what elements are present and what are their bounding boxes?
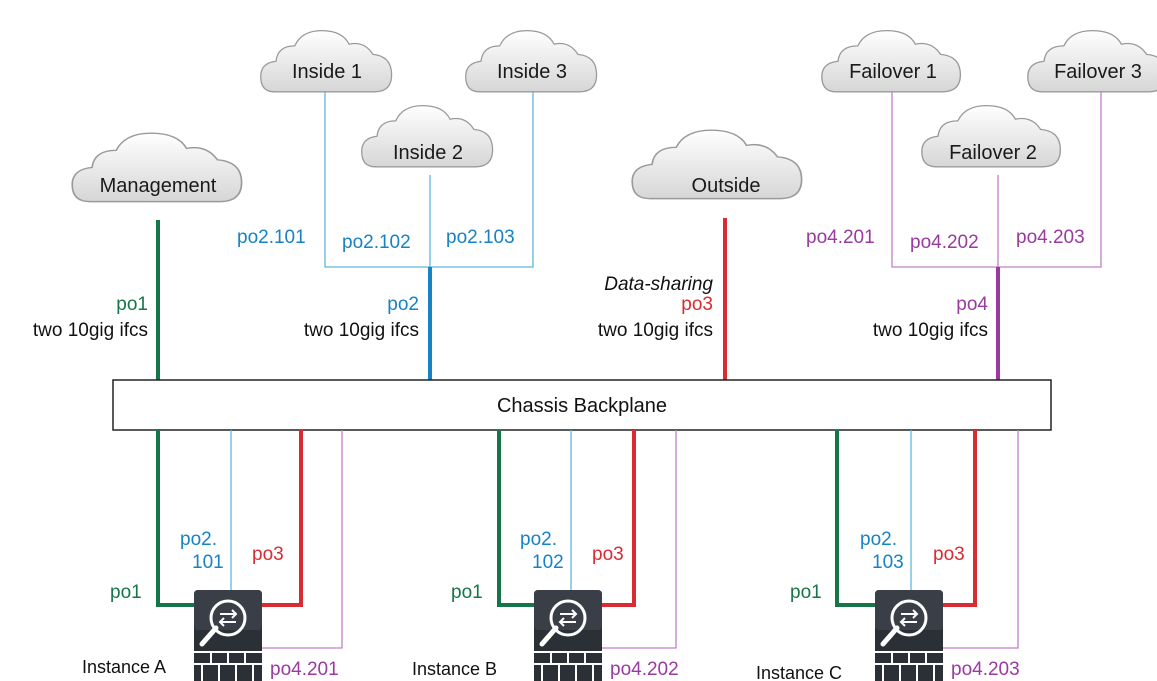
instance-b-po2-label-top: po2. — [520, 529, 557, 550]
label-po4-201: po4.201 — [806, 227, 875, 248]
instance-a-firewall-icon — [194, 590, 262, 681]
instance-c-name: Instance C — [756, 663, 842, 681]
label-data-sharing: Data-sharing — [604, 274, 713, 295]
label-po2-102: po2.102 — [342, 232, 411, 253]
label-po4-ifcs: two 10gig ifcs — [873, 320, 988, 341]
instance-c-firewall-icon — [875, 590, 943, 681]
instance-a-po4-line — [262, 430, 343, 649]
instance-a-po2-label-bottom: 101 — [192, 552, 224, 573]
instance-a-group: po2. 101 po3 po1 po4.201 Instance A — [82, 430, 343, 681]
instance-a-po1-label: po1 — [110, 582, 142, 603]
instance-b-po4-label: po4.202 — [610, 659, 679, 680]
instance-b-group: po2. 102 po3 po1 po4.202 Instance B — [412, 430, 679, 681]
chassis-backplane — [112, 379, 1052, 431]
instance-c-po1-line — [835, 430, 876, 607]
instance-b-po1-line — [497, 430, 535, 607]
cloud-management-label: Management — [100, 175, 217, 197]
instance-b-po3-label: po3 — [592, 544, 624, 565]
instance-c-po2-label-bottom: 103 — [872, 552, 904, 573]
label-po2-103: po2.103 — [446, 227, 515, 248]
instance-c-po4-line — [943, 430, 1019, 649]
cloud-failover-3-label: Failover 3 — [1054, 61, 1142, 83]
instance-a-po4-label: po4.201 — [270, 659, 339, 680]
cloud-inside-1-label: Inside 1 — [292, 61, 362, 83]
instance-c-po3-label: po3 — [933, 544, 965, 565]
instance-b-po2-label-bottom: 102 — [532, 552, 564, 573]
cloud-inside-3-label: Inside 3 — [497, 61, 567, 83]
instance-a-po3-line — [262, 430, 303, 607]
label-po1: po1 — [116, 294, 148, 315]
label-po3: po3 — [681, 294, 713, 315]
instance-c-po3-line — [943, 430, 977, 607]
label-po2-ifcs: two 10gig ifcs — [304, 320, 419, 341]
label-po4: po4 — [956, 294, 988, 315]
instance-c-group: po2. 103 po3 po1 po4.203 Instance C — [756, 430, 1020, 681]
instance-a-po1-line — [156, 430, 195, 607]
instance-a-po3-label: po3 — [252, 544, 284, 565]
instance-c-po2-label-top: po2. — [860, 529, 897, 550]
instance-c-po4-label: po4.203 — [951, 659, 1020, 680]
instance-a-po2-label-top: po2. — [180, 529, 217, 550]
instance-b-firewall-icon — [534, 590, 602, 681]
label-po2-101: po2.101 — [237, 227, 306, 248]
label-po1-ifcs: two 10gig ifcs — [33, 320, 148, 341]
chassis-backplane-label: Chassis Backplane — [497, 395, 667, 417]
instance-b-po3-line — [602, 430, 636, 607]
instance-c-po1-label: po1 — [790, 582, 822, 603]
label-po4-202: po4.202 — [910, 232, 979, 253]
instance-a-name: Instance A — [82, 657, 166, 677]
label-po4-203: po4.203 — [1016, 227, 1085, 248]
label-po3-ifcs: two 10gig ifcs — [598, 320, 713, 341]
instance-b-name: Instance B — [412, 659, 497, 679]
label-po2: po2 — [387, 294, 419, 315]
cloud-failover-2-label: Failover 2 — [949, 142, 1037, 164]
instance-b-po4-line — [602, 430, 677, 649]
cloud-outside-label: Outside — [692, 175, 761, 197]
cloud-failover-1-label: Failover 1 — [849, 61, 937, 83]
cloud-inside-2-label: Inside 2 — [393, 142, 463, 164]
instance-b-po1-label: po1 — [451, 582, 483, 603]
